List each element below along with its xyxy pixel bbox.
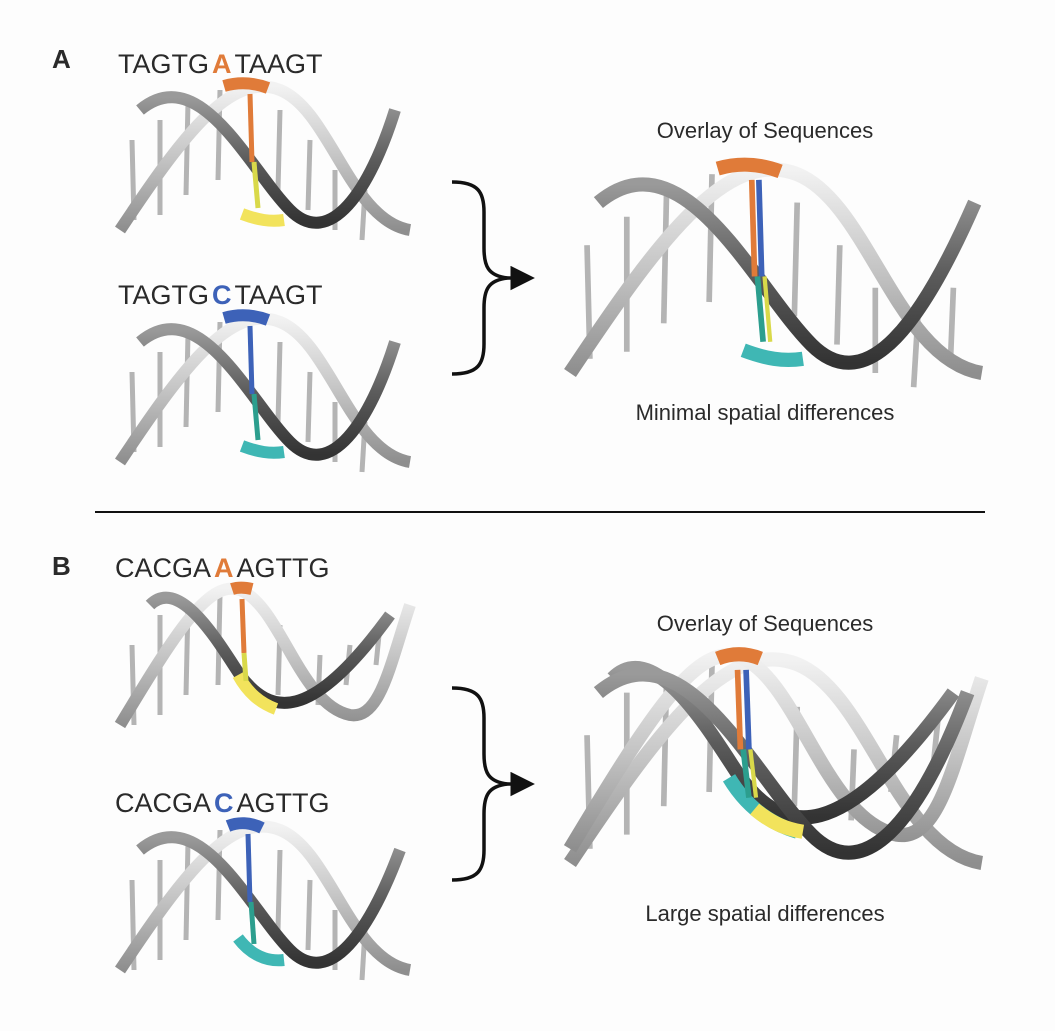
overlay-caption: Minimal spatial differences — [636, 400, 895, 425]
dna-helix-icon — [563, 647, 989, 871]
panel-letter: B — [52, 551, 71, 581]
mutation-base: A — [212, 49, 232, 79]
brace-icon — [451, 686, 509, 882]
dna-helix-icon — [115, 309, 412, 473]
dna-helix-icon — [114, 581, 416, 729]
mutation-base: C — [212, 280, 232, 310]
brace-icon — [451, 180, 509, 376]
overlay-title: Overlay of Sequences — [657, 611, 873, 636]
panel-letter: A — [52, 44, 71, 74]
dna-helix-icon — [115, 77, 412, 241]
mutation-base: C — [214, 788, 234, 818]
mutation-base: A — [214, 553, 234, 583]
overlay-title: Overlay of Sequences — [657, 118, 873, 143]
dna-helix-icon — [564, 157, 984, 388]
overlay-caption: Large spatial differences — [645, 901, 884, 926]
dna-helix-icon — [115, 817, 412, 981]
